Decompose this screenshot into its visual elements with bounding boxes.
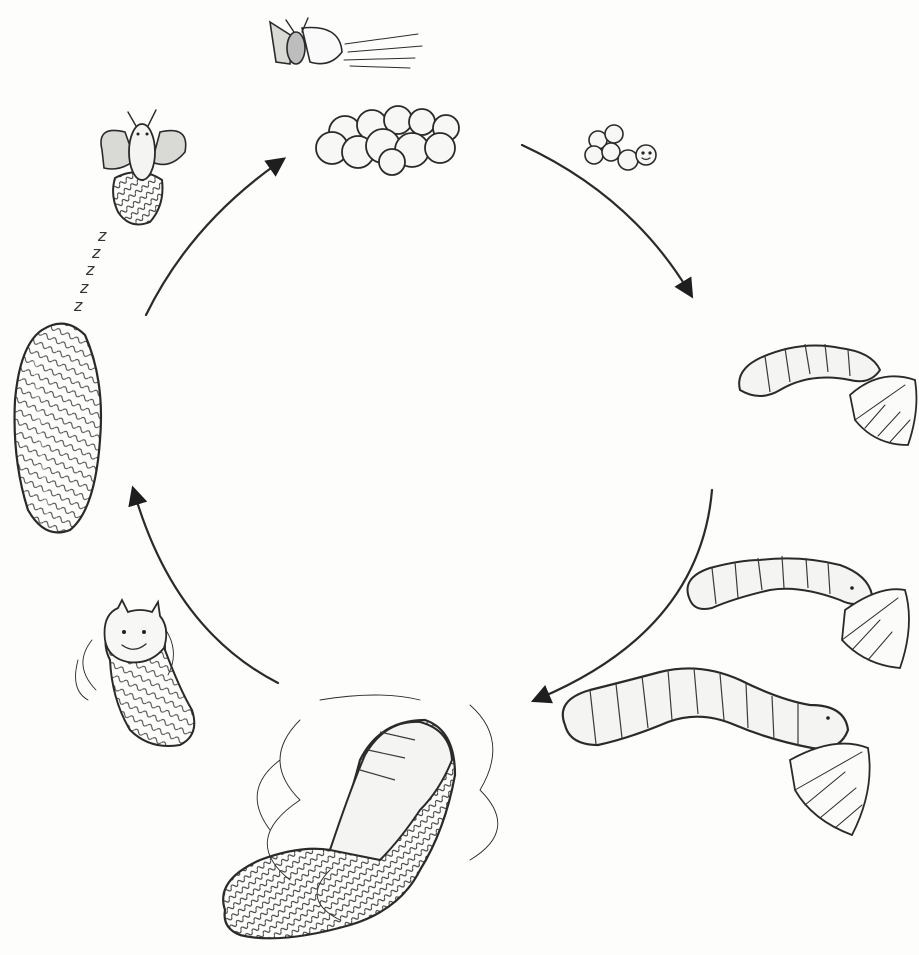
hatching-larva-icon <box>585 125 656 170</box>
arrow-to-spinning <box>540 490 712 698</box>
cycle-arrows <box>135 145 712 698</box>
large-caterpillar-icon <box>563 668 870 835</box>
eggs-icon <box>316 106 459 175</box>
arrow-to-eggs <box>146 163 278 315</box>
sleep-mark-5: z <box>74 298 82 314</box>
medium-caterpillar-icon <box>688 556 910 668</box>
spinning-caterpillar-icon <box>223 695 498 938</box>
sleep-mark-1: z <box>98 228 106 244</box>
cocoon-icon <box>15 324 101 533</box>
flying-moth-icon <box>270 18 422 68</box>
sleep-mark-3: z <box>86 262 94 278</box>
emerging-moth-icon <box>101 110 186 224</box>
sleep-mark-2: z <box>92 245 100 261</box>
small-caterpillar-icon <box>739 344 916 445</box>
pupa-icon <box>76 600 195 746</box>
sleep-mark-4: z <box>80 280 88 296</box>
arrow-to-larva <box>522 145 688 290</box>
